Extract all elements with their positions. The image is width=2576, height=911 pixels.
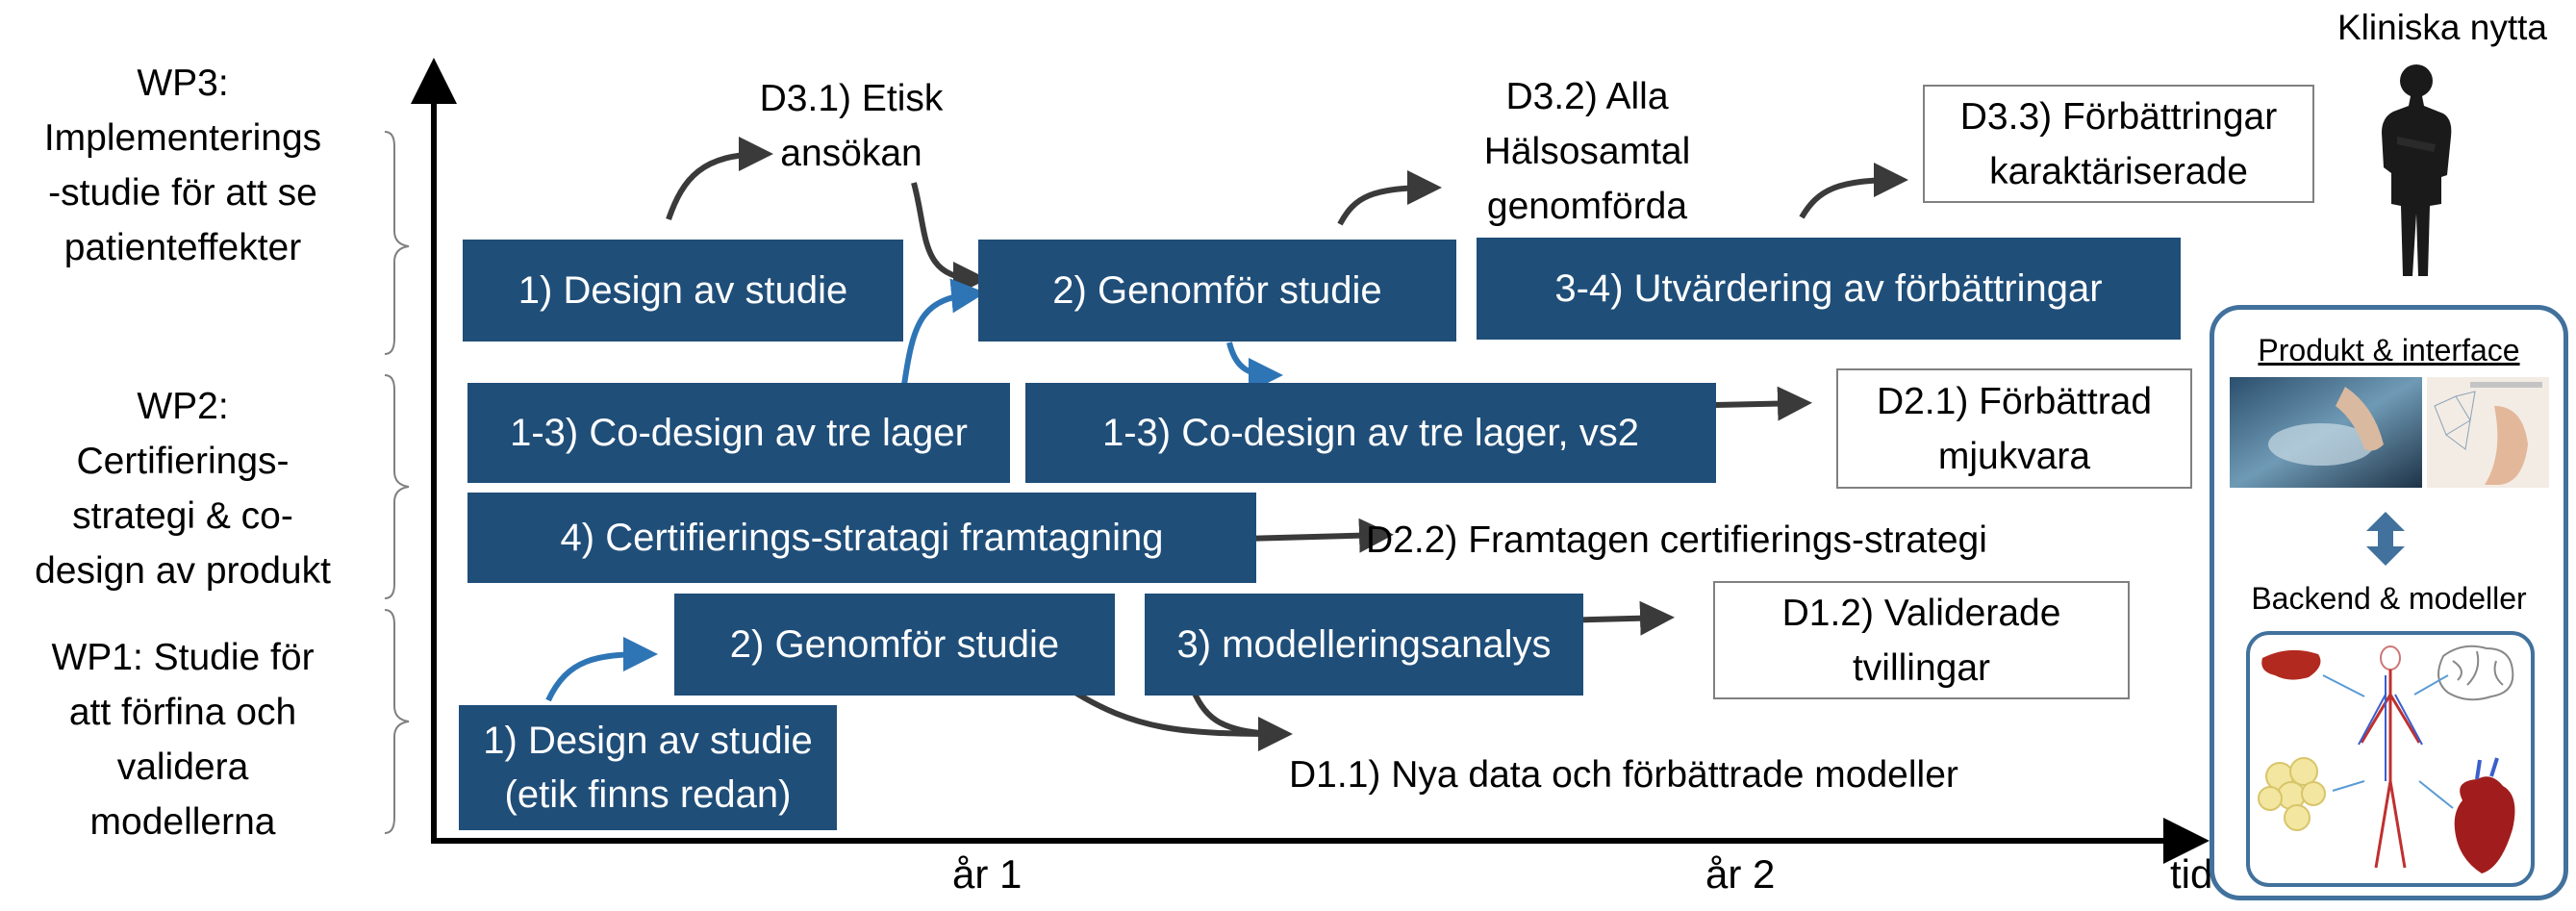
wp1-label-line: WP1: Studie för: [51, 637, 315, 678]
wp3-label-line: WP3:: [137, 63, 229, 104]
wp3-label-line: -studie för att se: [48, 172, 317, 214]
backend-label: Backend & modeller: [2251, 581, 2527, 616]
wp1-label-line: modellerna: [89, 801, 276, 843]
deliverable-line: D3.1) Etisk: [759, 78, 944, 119]
deliverable-line: ansökan: [780, 133, 922, 174]
deliverable-line: D2.1) Förbättrad: [1876, 380, 2153, 422]
box-label: 1) Design av studie: [483, 720, 813, 762]
wp1-label-line: att förfina och: [68, 692, 297, 733]
wp2-label-line: strategi & co-: [72, 495, 293, 537]
deliverable-line: D1.2) Validerade: [1781, 592, 2061, 634]
year1-label: år 1: [952, 851, 1023, 897]
deliverable-line: mjukvara: [1937, 435, 2091, 477]
box-label: 3-4) Utvärdering av förbättringar: [1554, 267, 2103, 310]
d22-label: D2.2) Framtagen certifierings-strategi: [1366, 513, 1987, 568]
box-label: 1) Design av studie: [518, 269, 848, 312]
wp3-genomfor-box: 2) Genomför studie: [978, 240, 1456, 342]
organ-models-image: [2258, 645, 2515, 873]
wp2-codesign-box: 1-3) Co-design av tre lager: [467, 383, 1010, 483]
kliniska-nytta-label: Kliniska nytta: [2337, 8, 2547, 47]
arrow-to-d22: [1243, 518, 1394, 553]
d31-label: D3.1) Etisk ansökan: [707, 71, 996, 181]
deliverable-line: D1.1) Nya data och förbättrade modeller: [1289, 754, 1958, 796]
wp3-label: WP3: Implementerings -studie för att se …: [10, 56, 356, 275]
deliverable-line: D2.2) Framtagen certifierings-strategi: [1366, 519, 1987, 561]
box-label: 2) Genomför studie: [729, 623, 1060, 666]
arrow-blue-wp3-to-wp2: [1226, 342, 1283, 392]
box-label: 1-3) Co-design av tre lager: [510, 412, 968, 454]
arrow-d31-to-genomfor: [911, 182, 988, 296]
wp1-genomfor-box: 2) Genomför studie: [674, 594, 1115, 696]
touchscreen-image: [2230, 377, 2422, 488]
box-label: 1-3) Co-design av tre lager, vs2: [1101, 412, 1640, 454]
d11-label: D1.1) Nya data och förbättrade modeller: [1289, 747, 1958, 802]
d33-box: D3.3) Förbättringar karaktäriserade: [1923, 85, 2314, 203]
wp2-label: WP2: Certifierings- strategi & co- desig…: [10, 379, 356, 598]
box-label: 4) Certifierings-stratagi framtagning: [560, 517, 1164, 559]
box-label: (etik finns redan): [504, 773, 792, 816]
wp2-label-line: WP2:: [137, 386, 229, 427]
wp1-design-box: 1) Design av studie (etik finns redan): [459, 705, 837, 830]
product-label: Produkt & interface: [2258, 333, 2520, 367]
deliverable-line: D3.3) Förbättringar: [1959, 95, 2278, 138]
wp1-label-line: validera: [116, 747, 249, 788]
wp3-brace: [384, 131, 410, 355]
arrow-to-d21: [1714, 386, 1812, 421]
deliverable-line: D3.2) Alla: [1505, 76, 1669, 117]
year2-label: år 2: [1705, 851, 1776, 897]
time-label: tid: [2170, 851, 2213, 897]
d12-box: D1.2) Validerade tvillingar: [1713, 581, 2130, 699]
d21-box: D2.1) Förbättrad mjukvara: [1836, 368, 2192, 489]
brain-icon: [2437, 645, 2514, 701]
arrow-blue-wp2-to-wp3: [901, 278, 986, 386]
liver-icon: [2261, 649, 2321, 680]
heart-icon: [2454, 776, 2515, 873]
deliverable-line: genomförda: [1486, 186, 1688, 227]
deliverable-line: tvillingar: [1852, 646, 1991, 689]
bidirectional-arrow-icon: [2366, 512, 2405, 566]
arrow-to-d32: [1337, 170, 1442, 226]
wp1-model-box: 3) modelleringsanalys: [1145, 594, 1583, 696]
box-label: 2) Genomför studie: [1052, 269, 1382, 312]
body-vessels-icon: [2358, 645, 2423, 869]
deliverable-line: Hälsosamtal: [1483, 131, 1691, 172]
wp3-label-line: Implementerings: [43, 117, 322, 159]
wp2-label-line: Certifierings-: [76, 441, 290, 482]
wp2-codesign-vs2-box: 1-3) Co-design av tre lager, vs2: [1025, 383, 1716, 483]
arrow-blue-wp1: [545, 637, 658, 702]
wp3-label-line: patienteffekter: [63, 227, 302, 268]
face-network-image: [2427, 377, 2549, 488]
wp3-design-box: 1) Design av studie: [463, 240, 903, 342]
d32-label: D3.2) Alla Hälsosamtal genomförda: [1443, 69, 1731, 234]
person-icon: [2382, 64, 2452, 276]
box-label: 3) modelleringsanalys: [1176, 623, 1552, 666]
wp1-brace: [384, 609, 410, 834]
deliverable-line: karaktäriserade: [1989, 150, 2248, 192]
arrow-to-d33: [1799, 163, 1908, 219]
wp2-certifiering-box: 4) Certifierings-stratagi framtagning: [467, 493, 1256, 583]
arrow-to-d31: [666, 137, 773, 220]
wp1-label: WP1: Studie för att förfina och validera…: [10, 630, 356, 849]
wp2-brace: [384, 374, 410, 599]
fat-cells-icon: [2258, 757, 2326, 831]
wp2-label-line: design av produkt: [35, 550, 331, 592]
wp3-utvardering-box: 3-4) Utvärdering av förbättringar: [1477, 238, 2181, 340]
